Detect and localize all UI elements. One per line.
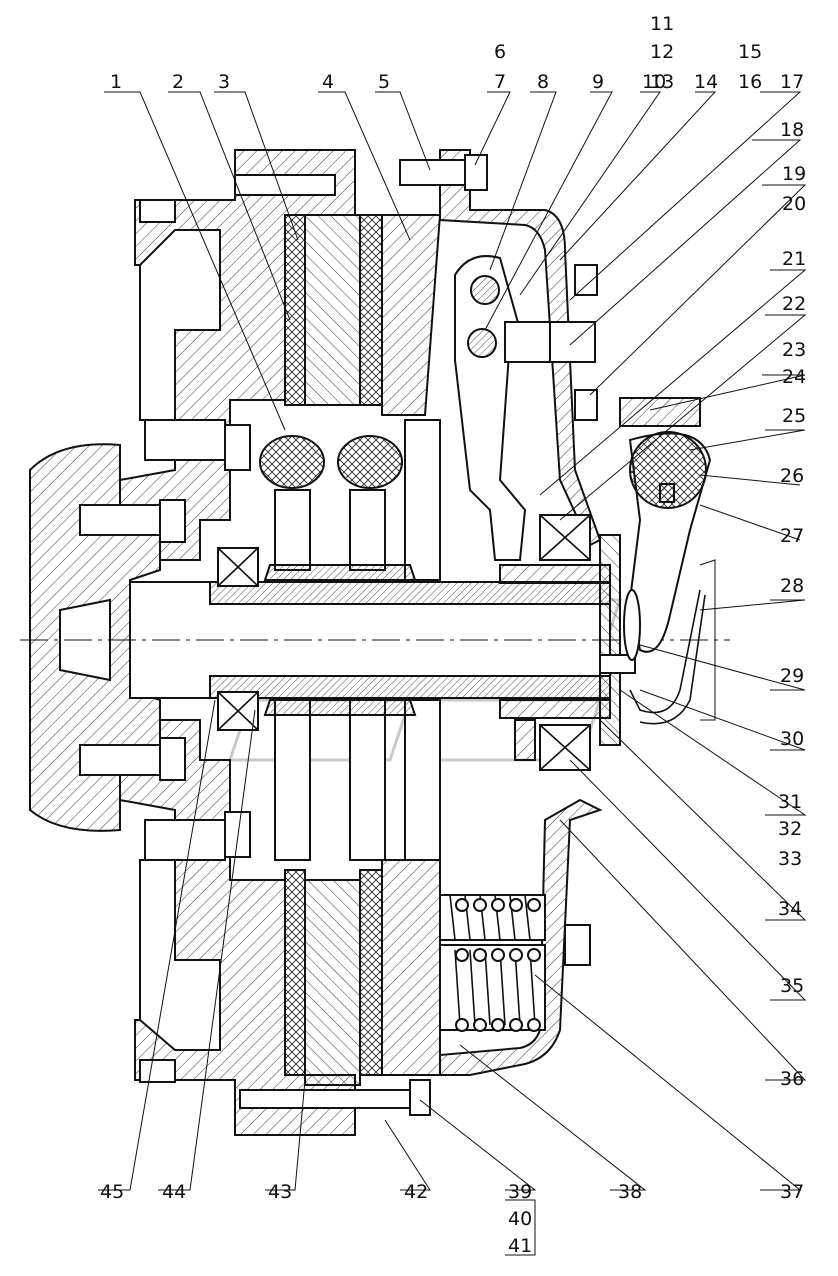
callouts: 1 2 3 4 5 6 7 8 9 10 11 12 13 14 15 16 1…	[100, 13, 806, 1257]
callout-16: 16	[738, 71, 762, 93]
pilot-bearing-upper	[217, 547, 259, 587]
hub-spline-lower	[263, 699, 417, 716]
fork-key	[659, 483, 675, 503]
release-sleeve	[499, 564, 611, 584]
release-bearing-lower	[539, 724, 591, 771]
callout-25: 25	[782, 405, 806, 427]
callout-20: 20	[782, 193, 806, 215]
shaft-sleeve-lower	[209, 675, 611, 699]
callout-15: 15	[738, 41, 762, 63]
fork-clamp	[619, 397, 701, 427]
callout-9: 9	[592, 71, 604, 93]
callout-22: 22	[782, 293, 806, 315]
callout-4: 4	[322, 71, 334, 93]
callout-32: 32	[778, 818, 802, 840]
callout-38: 38	[618, 1181, 642, 1203]
callout-26: 26	[780, 465, 804, 487]
callout-43: 43	[268, 1181, 292, 1203]
callout-39: 39	[508, 1181, 532, 1203]
callout-7: 7	[494, 71, 506, 93]
thrust-washer	[623, 589, 641, 661]
callout-40: 40	[508, 1208, 532, 1230]
callout-24: 24	[782, 366, 806, 388]
callout-18: 18	[780, 119, 804, 141]
lever-eye-pin	[467, 328, 497, 358]
intermediate-plate-upper	[304, 214, 361, 406]
callout-3: 3	[218, 71, 230, 93]
housing-edge	[699, 559, 716, 721]
callout-19: 19	[782, 163, 806, 185]
intermediate-plate-lower	[304, 879, 361, 1086]
callout-11: 11	[650, 13, 674, 35]
return-spring-2	[639, 594, 706, 725]
callout-37: 37	[780, 1181, 804, 1203]
pressure-plate-upper	[381, 214, 442, 416]
return-spring	[629, 589, 701, 714]
callout-30: 30	[780, 728, 804, 750]
clutch-cover-lower	[439, 798, 603, 1076]
disc-hub-1-upper	[274, 489, 311, 571]
callout-45: 45	[100, 1181, 124, 1203]
bearing-spacer	[514, 719, 536, 761]
pressure-plate-lower	[381, 859, 441, 1076]
callout-27: 27	[780, 525, 804, 547]
callout-8: 8	[537, 71, 549, 93]
release-fork	[599, 534, 621, 746]
callout-23: 23	[782, 339, 806, 361]
callout-12: 12	[650, 41, 674, 63]
callout-5: 5	[378, 71, 390, 93]
callout-10: 10	[642, 71, 666, 93]
callout-17: 17	[780, 71, 804, 93]
driven-disc-1-lower	[284, 869, 306, 1076]
shaft-sleeve-upper	[209, 581, 611, 605]
callout-31: 31	[778, 791, 802, 813]
release-bearing	[539, 514, 591, 561]
adjusting-bolt	[549, 321, 596, 363]
callout-6: 6	[494, 41, 506, 63]
leader-lines	[98, 91, 807, 1256]
callout-33: 33	[778, 848, 802, 870]
disc-hub-2-upper	[349, 489, 386, 571]
pressure-springs	[439, 894, 546, 1032]
callout-13: 13	[650, 71, 674, 93]
callout-42: 42	[404, 1181, 428, 1203]
callout-35: 35	[780, 975, 804, 997]
release-sleeve-lower	[499, 699, 611, 719]
separator-block-lower	[404, 699, 441, 861]
damper-spring-2	[337, 435, 403, 489]
damper-spring-1	[259, 435, 325, 489]
pilot-bearing-lower	[217, 691, 259, 731]
driven-disc-2-lower	[359, 869, 383, 1076]
fork-shaft	[629, 431, 707, 509]
callout-21: 21	[782, 248, 806, 270]
callout-1: 1	[110, 71, 122, 93]
callout-28: 28	[780, 575, 804, 597]
callout-36: 36	[780, 1068, 804, 1090]
bolts	[79, 154, 598, 1116]
separator-block	[404, 419, 441, 581]
hub-spline-upper	[263, 564, 417, 581]
driven-disc-2-upper	[359, 214, 383, 406]
callout-2: 2	[172, 71, 184, 93]
callout-14: 14	[694, 71, 718, 93]
lever-pivot-pin	[470, 275, 500, 305]
disc-hub-2-lower	[349, 699, 386, 861]
callout-41: 41	[508, 1235, 532, 1257]
callout-34: 34	[778, 898, 802, 920]
stop-screw	[599, 654, 636, 674]
disc-hub-1-lower	[274, 699, 311, 861]
adjusting-nut	[504, 321, 551, 363]
callout-29: 29	[780, 665, 804, 687]
driven-disc-1-upper	[284, 214, 306, 406]
callout-44: 44	[162, 1181, 186, 1203]
